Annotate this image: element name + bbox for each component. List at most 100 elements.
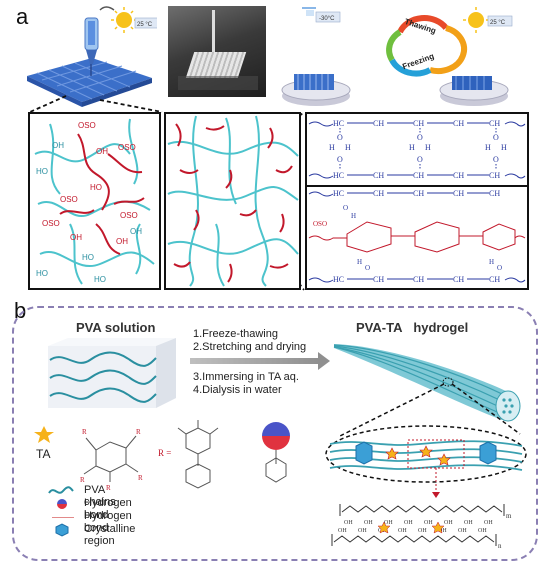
oh-label-cyan-2: OH bbox=[130, 227, 142, 236]
chain-oh-1: OH bbox=[344, 520, 353, 526]
zoom-lines-b bbox=[339, 383, 521, 437]
photo-needle bbox=[212, 10, 215, 56]
crystalline-regions bbox=[355, 441, 497, 465]
o-label-2: O bbox=[337, 155, 343, 164]
legend-label-crystalline: Crystalline region bbox=[84, 523, 136, 547]
o-label-4: O bbox=[417, 155, 423, 164]
h-label-7: H bbox=[351, 212, 356, 220]
chain-oh-14: OH bbox=[438, 528, 447, 534]
hc-label: HC bbox=[333, 119, 344, 128]
h-label: H bbox=[329, 143, 335, 152]
ta-stars bbox=[385, 445, 451, 466]
ch-label-5: CH bbox=[413, 189, 424, 198]
h-label-2: H bbox=[345, 143, 351, 152]
oh-label-red-2: OH bbox=[70, 233, 82, 242]
hydrogel-title: PVA-TA hydrogel bbox=[356, 320, 468, 335]
pva-ta-chain-structure: m n OH OH OH OH OH OH OH OH OH OH OH OH … bbox=[331, 504, 512, 550]
ho-label-cyan-2: HO bbox=[36, 269, 48, 278]
chain-oh-3: OH bbox=[384, 520, 393, 526]
temp-badge bbox=[134, 17, 157, 29]
o-label: O bbox=[337, 133, 343, 142]
o-label-9: O bbox=[497, 264, 502, 272]
svg-text:R: R bbox=[82, 428, 87, 436]
svg-text:R: R bbox=[106, 484, 111, 490]
pva-hydrogen-bond-structure: HC CH CH CH CH HC CH CH CH CH O H bbox=[308, 119, 526, 180]
pva-chains bbox=[34, 118, 155, 285]
chain-oh-5: OH bbox=[424, 520, 433, 526]
hc-label-2: HC bbox=[333, 171, 344, 180]
oso3-label-2: OSO bbox=[118, 143, 136, 152]
ta-arrow-head bbox=[432, 492, 440, 498]
crystal-hexagon-icon bbox=[55, 523, 69, 537]
ch2-label-3: CH bbox=[373, 171, 384, 180]
o-label-7: O bbox=[343, 204, 348, 212]
oso3-label-chem: OSO bbox=[313, 220, 327, 228]
h-label-3: H bbox=[409, 143, 415, 152]
ho-label-red: HO bbox=[90, 183, 102, 192]
ch-label-3: CH bbox=[413, 171, 424, 180]
ta-star-icon bbox=[34, 426, 54, 443]
printer-illustration: 25 °C bbox=[27, 6, 157, 107]
chain-oh-9: OH bbox=[338, 528, 347, 534]
svg-text:R: R bbox=[80, 476, 85, 484]
galloyl-group bbox=[177, 420, 219, 489]
chain-oh-6: OH bbox=[444, 520, 453, 526]
pva-solution-title: PVA solution bbox=[76, 320, 156, 335]
oso3-label: OSO bbox=[78, 121, 96, 130]
oh-label-cyan: OH bbox=[52, 141, 64, 150]
h-label-9: H bbox=[489, 258, 494, 266]
ta-label: TA bbox=[36, 447, 50, 461]
ch2-label-4: CH bbox=[453, 171, 464, 180]
process-arrow bbox=[190, 358, 320, 364]
temp-room-label-2: 25 °C bbox=[490, 20, 506, 26]
ch-label-6: CH bbox=[489, 189, 500, 198]
chain-oh-8: OH bbox=[484, 520, 493, 526]
glucose-core bbox=[83, 435, 139, 482]
hc-label-4: HC bbox=[333, 275, 344, 284]
h-label-4: H bbox=[425, 143, 431, 152]
hbond-sphere-icon bbox=[262, 422, 290, 483]
chain-oh-7: OH bbox=[464, 520, 473, 526]
printing-photo bbox=[168, 6, 266, 97]
panel-b-frame bbox=[12, 306, 538, 561]
pva-polysaccharide-structure: HC CH CH CH CH OSO HC C bbox=[308, 189, 526, 284]
printed-mesh bbox=[27, 58, 152, 107]
r-equals-label: R = bbox=[158, 448, 171, 458]
syringe-nozzle bbox=[84, 6, 115, 76]
ch-label-7: CH bbox=[413, 275, 424, 284]
ch2-label-7: CH bbox=[373, 275, 384, 284]
oso3-label-4: OSO bbox=[60, 195, 78, 204]
chain-oh-13: OH bbox=[418, 528, 427, 534]
network-box-2 bbox=[164, 112, 301, 290]
panel-a-letter: a bbox=[16, 4, 29, 29]
o-label-6: O bbox=[493, 155, 499, 164]
h-label-6: H bbox=[501, 143, 507, 152]
oso3-label-5: OSO bbox=[120, 211, 138, 220]
freeze-thaw-illustration: -30°C Thawing Freezing 25 °C bbox=[281, 7, 513, 106]
pva-chain-icon bbox=[48, 486, 74, 494]
network-2-drawing bbox=[167, 115, 299, 287]
hbond-line-icon bbox=[52, 517, 74, 518]
oso3-label-3: OSO bbox=[42, 219, 60, 228]
hydrogel-title-part1: PVA-TA bbox=[356, 320, 403, 335]
ch-label-2: CH bbox=[489, 119, 500, 128]
o-label-8: O bbox=[365, 264, 370, 272]
ch-label-8: CH bbox=[489, 275, 500, 284]
temp-cold-label: -30°C bbox=[319, 16, 335, 22]
oh-label-red-3: OH bbox=[116, 237, 128, 246]
chain-oh-4: OH bbox=[404, 520, 413, 526]
ch2-label-8: CH bbox=[453, 275, 464, 284]
hydrogel-fiber-bundle bbox=[333, 344, 521, 422]
temp-room-label: 25 °C bbox=[137, 22, 153, 28]
h-label-5: H bbox=[485, 143, 491, 152]
hydrogel-title-part2: hydrogel bbox=[413, 320, 469, 335]
oh-label-red: OH bbox=[96, 147, 108, 156]
ch2-label-5: CH bbox=[373, 189, 384, 198]
ho-label-cyan: HO bbox=[36, 167, 48, 176]
petri-dish-frozen bbox=[281, 74, 351, 106]
ch2-label-6: CH bbox=[453, 189, 464, 198]
o-label-5: O bbox=[493, 133, 499, 142]
ho-label-cyan-4: HO bbox=[82, 253, 94, 262]
o-label-3: O bbox=[417, 133, 423, 142]
